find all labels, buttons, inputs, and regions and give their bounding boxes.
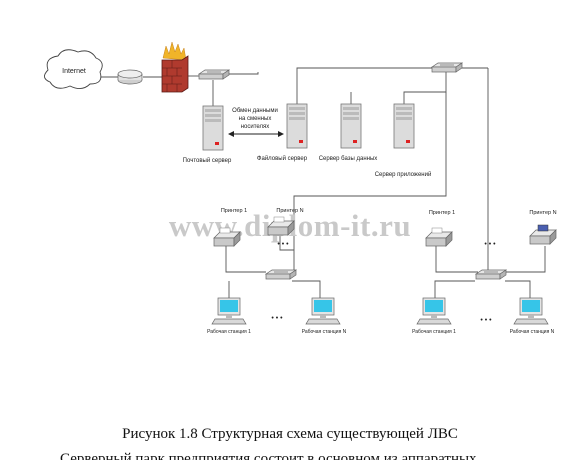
- printer-icon: [425, 227, 453, 247]
- printer-right-1-label: Принтер 1: [429, 210, 455, 216]
- workstation-left-1-label: Рабочая станция 1: [207, 329, 251, 335]
- mail-server-label: Почтовый сервер: [183, 157, 232, 164]
- exchange-arrow: [228, 131, 284, 137]
- network-cables: [100, 67, 546, 298]
- router-icon: [117, 69, 143, 85]
- printer-left-n-label: Принтер N: [276, 208, 303, 214]
- printer-right-n-label: Принтер N: [529, 210, 556, 216]
- workstation-icon: [305, 297, 341, 325]
- workstation-icon: [513, 297, 549, 325]
- workstation-icon: [416, 297, 452, 325]
- body-text: Серверный парк предприятия состоит в осн…: [60, 451, 477, 460]
- file-server-icon: [286, 103, 308, 149]
- workstation-right-1-label: Рабочая станция 1: [412, 329, 456, 335]
- ellipsis: • • •: [271, 315, 283, 322]
- exchange-note-line1: Обмен данными: [232, 108, 278, 114]
- internet-label: Internet: [62, 68, 86, 75]
- db-server-icon: [340, 103, 362, 149]
- workstation-icon: [211, 297, 247, 325]
- printer-left-1-label: Принтер 1: [221, 208, 247, 214]
- exchange-note-line3: носителях: [241, 124, 270, 130]
- figure-caption: Рисунок 1.8 Структурная схема существующ…: [122, 426, 458, 442]
- file-server-label: Файловый сервер: [257, 155, 308, 162]
- core-switch-icon: [431, 62, 463, 73]
- ellipsis: • • •: [277, 241, 289, 248]
- exchange-note-line2: на сменных: [239, 116, 272, 122]
- switch-icon: [265, 269, 297, 280]
- workstation-left-n-label: Рабочая станция N: [302, 329, 347, 335]
- db-server-label: Сервер базы данных: [319, 156, 378, 162]
- mail-server-icon: [202, 105, 224, 151]
- ellipsis: • • •: [480, 317, 492, 324]
- switch-icon: [475, 269, 507, 280]
- ellipsis: • • •: [484, 241, 496, 248]
- printer-icon: [529, 224, 557, 245]
- app-server-label: Сервер приложений: [375, 171, 432, 178]
- firewall-icon: [161, 41, 189, 93]
- internet-cloud: Internet: [44, 49, 103, 89]
- workstation-right-n-label: Рабочая станция N: [510, 329, 555, 335]
- switch-icon: [198, 69, 230, 80]
- app-server-icon: [393, 103, 415, 149]
